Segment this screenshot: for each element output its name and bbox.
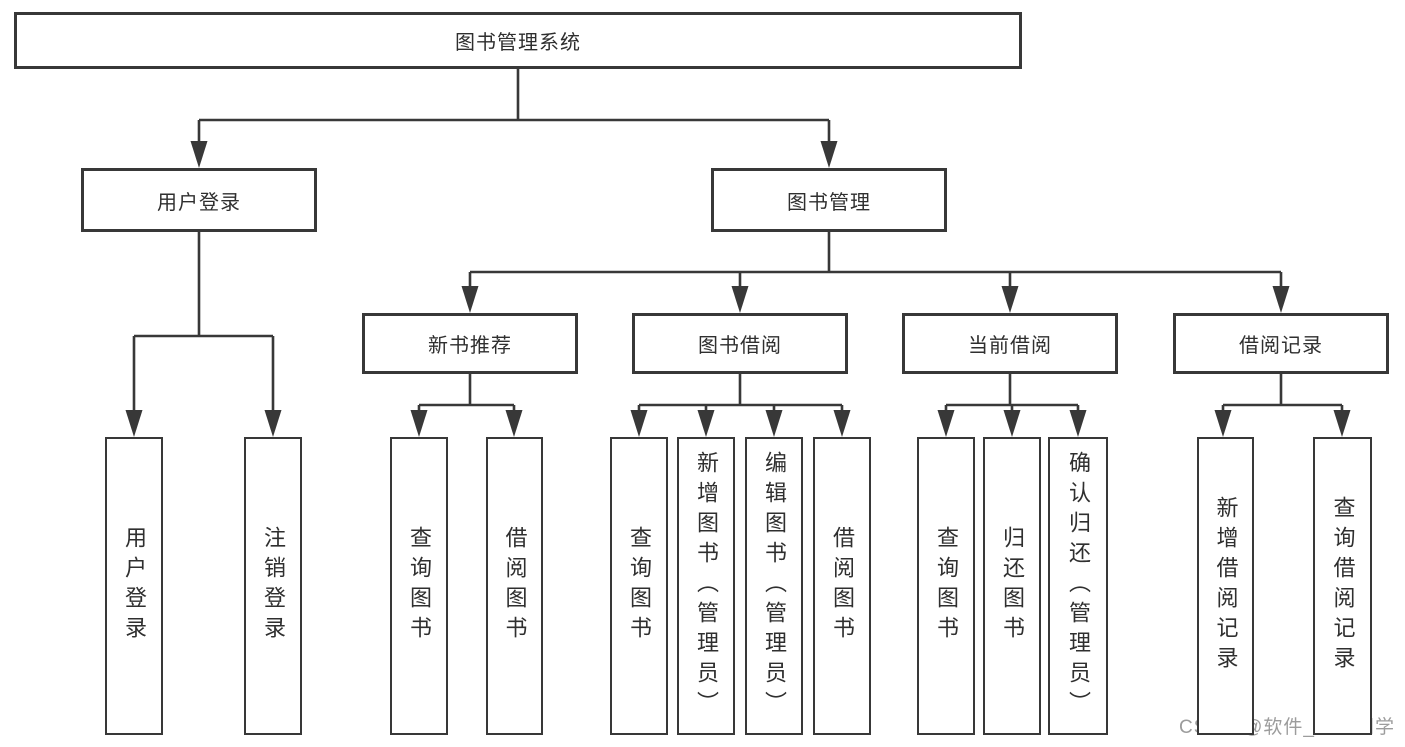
arrowhead-icon xyxy=(1214,410,1232,437)
arrowhead-icon xyxy=(820,141,838,168)
node-borrow-record: 借阅记录 xyxy=(1173,313,1389,374)
node-label-book-management: 图书管理 xyxy=(787,191,871,214)
node-bb-borrow-book: 借阅图书 xyxy=(813,437,871,735)
node-br-query-record: 查询借阅记录 xyxy=(1313,437,1372,735)
node-label-bb-edit-book: 编辑图书（管理员） xyxy=(762,451,787,721)
node-new-book-recommend: 新书推荐 xyxy=(362,313,578,374)
connector-path xyxy=(417,374,516,415)
node-label-cb-confirm-return: 确认归还（管理员） xyxy=(1066,451,1091,721)
connector-path xyxy=(637,374,844,415)
arrowhead-icon xyxy=(505,410,523,437)
connector-path xyxy=(1221,374,1344,415)
node-label-cb-return-book: 归还图书 xyxy=(1000,526,1025,646)
arrowhead-icon xyxy=(731,286,749,313)
node-logout-action: 注销登录 xyxy=(244,437,302,735)
arrowhead-icon xyxy=(697,410,715,437)
arrowhead-icon xyxy=(765,410,783,437)
node-label-nbr-borrow-book: 借阅图书 xyxy=(502,526,528,646)
arrowhead-icon xyxy=(1069,410,1087,437)
node-cb-query-book: 查询图书 xyxy=(917,437,975,735)
arrowhead-icon xyxy=(630,410,648,437)
connector-book-borrow xyxy=(630,374,851,437)
node-label-br-query-record: 查询借阅记录 xyxy=(1330,496,1356,676)
node-label-bb-add-book: 新增图书（管理员） xyxy=(694,451,719,721)
connector-path xyxy=(468,232,1283,291)
connector-path xyxy=(197,69,831,146)
node-user-login-action: 用户登录 xyxy=(105,437,163,735)
node-bb-add-book: 新增图书（管理员） xyxy=(677,437,735,735)
arrowhead-icon xyxy=(833,410,851,437)
arrowhead-icon xyxy=(1333,410,1351,437)
arrowhead-icon xyxy=(937,410,955,437)
connector-path xyxy=(944,374,1080,415)
node-cb-return-book: 归还图书 xyxy=(983,437,1041,735)
arrowhead-icon xyxy=(1272,286,1290,313)
node-label-user-login-action: 用户登录 xyxy=(122,526,147,646)
node-label-new-book-recommend: 新书推荐 xyxy=(428,335,512,357)
arrowhead-icon xyxy=(410,410,428,437)
arrowhead-icon xyxy=(125,410,143,437)
connector-book-management xyxy=(461,232,1290,313)
node-nbr-borrow-book: 借阅图书 xyxy=(486,437,543,735)
node-label-bb-query-book: 查询图书 xyxy=(627,526,652,646)
node-bb-query-book: 查询图书 xyxy=(610,437,668,735)
node-nbr-query-book: 查询图书 xyxy=(390,437,448,735)
node-label-book-borrow: 图书借阅 xyxy=(698,335,782,357)
node-label-cb-query-book: 查询图书 xyxy=(934,526,959,646)
node-bb-edit-book: 编辑图书（管理员） xyxy=(745,437,803,735)
arrowhead-icon xyxy=(264,410,282,437)
node-label-nbr-query-book: 查询图书 xyxy=(407,526,432,646)
node-label-root: 图书管理系统 xyxy=(455,32,581,54)
arrowhead-icon xyxy=(1003,410,1021,437)
connector-new-book-recommend xyxy=(410,374,523,437)
node-label-user-login: 用户登录 xyxy=(157,191,241,214)
arrowhead-icon xyxy=(190,141,208,168)
arrowhead-icon xyxy=(461,286,479,313)
node-br-add-record: 新增借阅记录 xyxy=(1197,437,1254,735)
node-label-borrow-record: 借阅记录 xyxy=(1239,335,1323,357)
node-label-bb-borrow-book: 借阅图书 xyxy=(830,526,855,646)
node-cb-confirm-return: 确认归还（管理员） xyxy=(1048,437,1108,735)
node-label-current-borrow: 当前借阅 xyxy=(968,335,1052,357)
connector-user-login xyxy=(125,232,282,437)
node-label-br-add-record: 新增借阅记录 xyxy=(1213,496,1239,676)
connector-path xyxy=(132,232,275,415)
node-label-logout-action: 注销登录 xyxy=(261,526,286,646)
node-book-management: 图书管理 xyxy=(711,168,947,232)
arrowhead-icon xyxy=(1001,286,1019,313)
connector-root xyxy=(190,69,838,168)
node-book-borrow: 图书借阅 xyxy=(632,313,848,374)
connector-borrow-record xyxy=(1214,374,1351,437)
node-root: 图书管理系统 xyxy=(14,12,1022,69)
connector-current-borrow xyxy=(937,374,1087,437)
node-current-borrow: 当前借阅 xyxy=(902,313,1118,374)
node-user-login: 用户登录 xyxy=(81,168,317,232)
